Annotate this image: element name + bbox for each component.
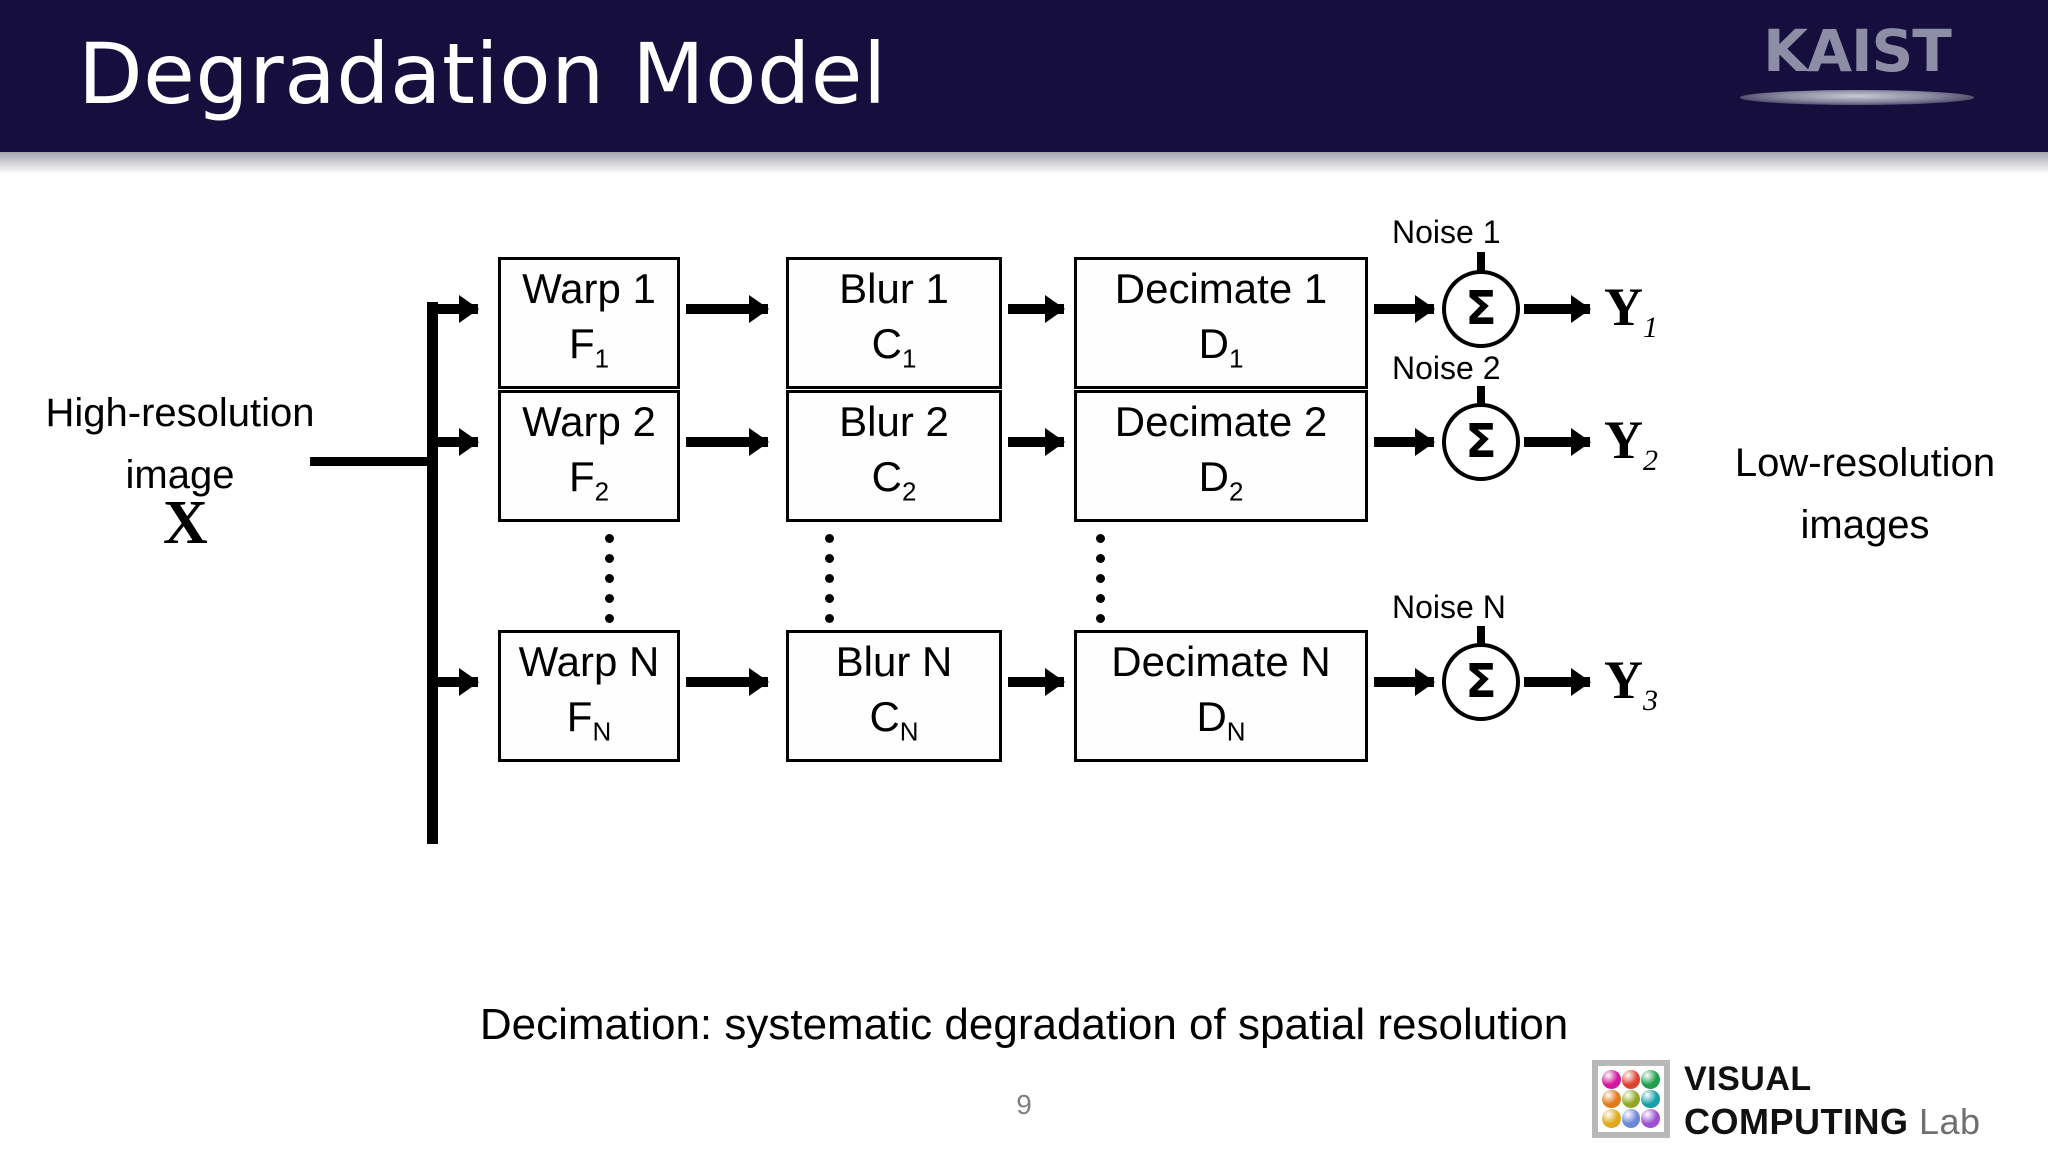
vcl-sphere-3: [1641, 1070, 1660, 1089]
decimate-box-variable-rowN: DN: [1196, 692, 1246, 747]
input-stem-line: [310, 457, 438, 466]
decimate-box-title-row2: Decimate 2: [1114, 397, 1328, 445]
input-label-line1: High-resolution: [45, 391, 315, 435]
input-symbol-x: X: [163, 489, 208, 557]
decimate-box-variable-row2: D2: [1198, 452, 1244, 507]
warp-box-title-row1: Warp 1: [522, 264, 656, 312]
warp-box-row2[interactable]: Warp 2 F2: [498, 390, 680, 522]
decimate-box-title-row1: Decimate 1: [1114, 264, 1328, 312]
vcl-sphere-8: [1621, 1109, 1641, 1128]
vcl-sphere-1: [1602, 1070, 1621, 1089]
slide-caption: Decimation: systematic degradation of sp…: [479, 1000, 1569, 1049]
page-number: 9: [1016, 1089, 1032, 1120]
warp-box-title-rowN: Warp N: [518, 637, 660, 685]
vcl-sphere-2: [1621, 1070, 1641, 1089]
blur-box-variable-row1: C1: [871, 319, 917, 374]
output-label-row2: Y2: [1604, 410, 1658, 477]
summation-node-row2: Σ: [1442, 403, 1520, 481]
branch-arrow-row2: [430, 437, 478, 447]
blur-box-title-rowN: Blur N: [835, 637, 953, 685]
arrow-blur-to-decimate-row1: [1008, 304, 1064, 314]
decimate-box-rowN[interactable]: Decimate N DN: [1074, 630, 1368, 762]
warp-box-variable-row1: F1: [568, 319, 610, 374]
warp-box-variable-rowN: FN: [566, 692, 612, 747]
slide-header-bar: [0, 0, 2048, 152]
branch-arrow-row1: [430, 304, 478, 314]
degradation-model-diagram: High-resolution image X Warp 1 F1 Blur 1…: [0, 152, 2048, 1152]
vcl-sphere-6: [1641, 1089, 1660, 1109]
decimate-box-row2[interactable]: Decimate 2 D2: [1074, 390, 1368, 522]
arrow-sum-to-output-rowN: [1524, 677, 1590, 687]
output-label-line1: Low-resolution: [1734, 441, 1996, 485]
vcl-sphere-5: [1621, 1089, 1641, 1109]
blur-box-row2[interactable]: Blur 2 C2: [786, 390, 1002, 522]
arrow-sum-to-output-row1: [1524, 304, 1590, 314]
summation-node-row1: Σ: [1442, 270, 1520, 348]
arrow-decimate-to-sum-row1: [1374, 304, 1434, 314]
arrow-blur-to-decimate-rowN: [1008, 677, 1064, 687]
visual-computing-lab-logo: VISUAL COMPUTING Lab: [1592, 1058, 2032, 1150]
arrow-warp-to-blur-row1: [686, 304, 768, 314]
noise-label-rowN: Noise N: [1392, 589, 1506, 625]
vcl-sphere-grid-frame: [1592, 1060, 1670, 1138]
kaist-logo-swoosh: [1740, 90, 1974, 105]
kaist-logo-text: KAIST: [1763, 17, 1952, 85]
decimate-box-variable-row1: D1: [1198, 319, 1244, 374]
warp-box-row1[interactable]: Warp 1 F1: [498, 257, 680, 389]
warp-box-rowN[interactable]: Warp N FN: [498, 630, 680, 762]
output-label-line2: images: [1800, 503, 1930, 547]
noise-label-row2: Noise 2: [1392, 350, 1501, 386]
blur-box-row1[interactable]: Blur 1 C1: [786, 257, 1002, 389]
vcl-sphere-grid: [1602, 1070, 1660, 1128]
output-label-rowN: Y3: [1604, 650, 1658, 717]
vcl-logo-lab: Lab: [1919, 1101, 1981, 1142]
arrow-decimate-to-sum-row2: [1374, 437, 1434, 447]
vcl-logo-line1: VISUAL: [1684, 1060, 1812, 1098]
vcl-logo-line2: COMPUTING Lab: [1684, 1101, 1981, 1142]
branch-arrow-row3: [430, 677, 478, 687]
arrow-sum-to-output-row2: [1524, 437, 1590, 447]
warp-box-title-row2: Warp 2: [522, 397, 656, 445]
arrow-decimate-to-sum-rowN: [1374, 677, 1434, 687]
blur-box-variable-row2: C2: [871, 452, 917, 507]
decimate-box-title-rowN: Decimate N: [1111, 637, 1331, 685]
arrow-warp-to-blur-row2: [686, 437, 768, 447]
blur-box-variable-rowN: CN: [869, 692, 919, 747]
kaist-logo: KAIST: [1732, 16, 1982, 124]
output-label: Low-resolution images: [1700, 432, 2030, 556]
input-label: High-resolution image: [30, 382, 330, 506]
arrow-blur-to-decimate-row2: [1008, 437, 1064, 447]
vcl-sphere-7: [1602, 1109, 1621, 1128]
output-label-row1: Y1: [1604, 277, 1658, 344]
noise-label-row1: Noise 1: [1392, 214, 1501, 250]
page-title: Degradation Model: [78, 25, 887, 123]
decimate-box-row1[interactable]: Decimate 1 D1: [1074, 257, 1368, 389]
blur-box-rowN[interactable]: Blur N CN: [786, 630, 1002, 762]
vcl-sphere-9: [1641, 1109, 1660, 1128]
distribution-bus: [427, 302, 438, 844]
vcl-sphere-4: [1602, 1089, 1621, 1109]
warp-box-variable-row2: F2: [568, 452, 610, 507]
blur-box-title-row2: Blur 2: [839, 397, 949, 445]
header-shadow: [0, 152, 2048, 174]
vcl-logo-text: VISUAL COMPUTING Lab: [1684, 1058, 1981, 1144]
arrow-warp-to-blur-rowN: [686, 677, 768, 687]
summation-node-rowN: Σ: [1442, 643, 1520, 721]
blur-box-title-row1: Blur 1: [839, 264, 949, 312]
input-label-line2: image: [125, 453, 235, 497]
